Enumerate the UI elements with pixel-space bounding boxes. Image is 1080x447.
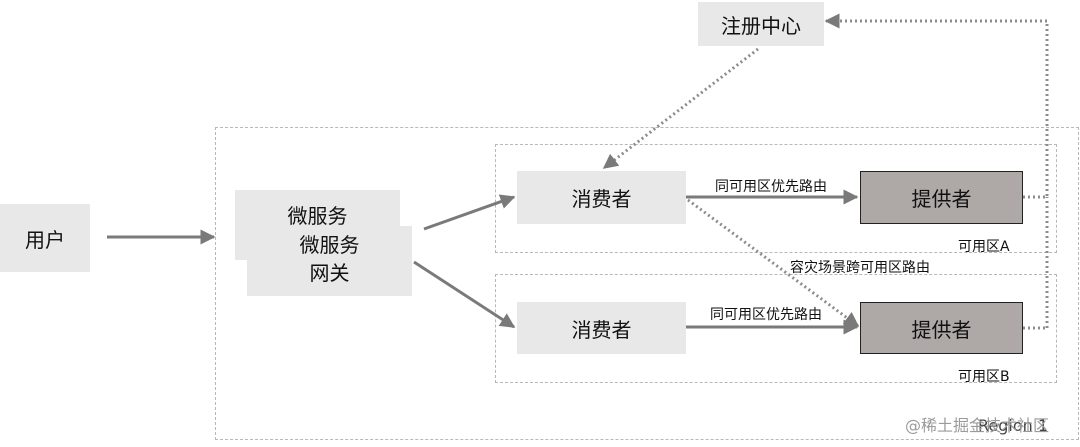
edge-gateway-consumer-a <box>423 194 516 231</box>
consumer-a-label: 消费者 <box>571 187 632 211</box>
user-node: 用户 <box>0 204 90 272</box>
consumer-a-node: 消费者 <box>517 171 686 224</box>
edge-label-same-zone-b: 同可用区优先路由 <box>710 307 822 323</box>
gateway-label-line2: 网关 <box>309 261 350 285</box>
provider-b-label: 提供者 <box>911 317 972 342</box>
edge-label-cross-zone: 容灾场景跨可用区路由 <box>790 260 930 276</box>
provider-a-label: 提供者 <box>911 187 972 211</box>
gateway-node: 微服务 网关 <box>247 226 412 296</box>
region-label: Region 1 <box>978 416 1049 435</box>
gateway-label-line1: 微服务 <box>299 233 360 257</box>
zone-b-container <box>495 274 1057 383</box>
registry-label: 注册中心 <box>721 13 801 38</box>
consumer-b-node: 消费者 <box>517 302 686 354</box>
provider-b-node: 提供者 <box>860 302 1023 354</box>
zone-b-label: 可用区B <box>958 369 1010 385</box>
edge-gateway-consumer-b <box>413 260 516 329</box>
provider-a-node: 提供者 <box>860 171 1023 224</box>
edge-label-same-zone-a: 同可用区优先路由 <box>715 179 827 195</box>
zone-a-container <box>495 144 1057 253</box>
region-1-container <box>215 127 1079 440</box>
registry-node: 注册中心 <box>698 2 824 46</box>
microservice-label: 微服务 <box>287 204 348 228</box>
zone-a-label: 可用区A <box>958 239 1010 255</box>
consumer-b-label: 消费者 <box>571 317 632 342</box>
user-label: 用户 <box>25 227 65 252</box>
watermark-text: @稀土掘金技术社区 <box>905 416 1050 435</box>
edge-registry-consumer-a <box>602 47 759 170</box>
edge-cross-zone <box>687 198 860 328</box>
edge-providers-registry <box>824 13 1049 199</box>
